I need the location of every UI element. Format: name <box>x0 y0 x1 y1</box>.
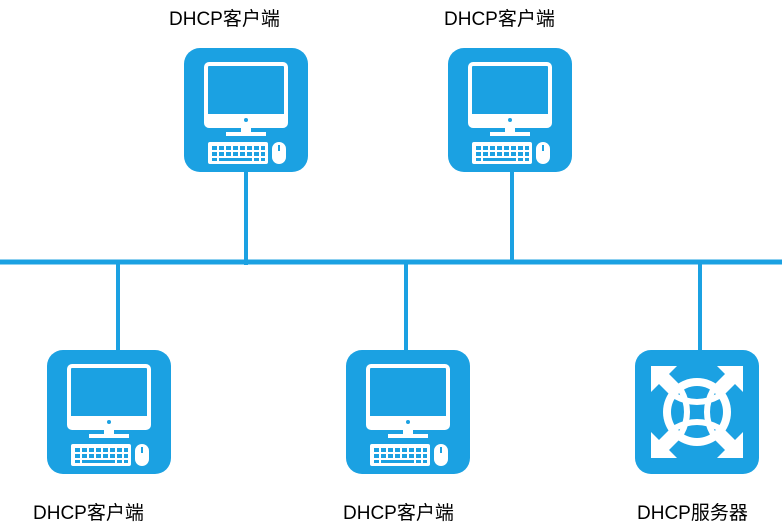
client-label: DHCP客户端 <box>444 9 555 30</box>
computer-icon <box>45 348 173 476</box>
computer-icon <box>344 348 472 476</box>
client-label: DHCP客户端 <box>33 503 144 524</box>
client-label: DHCP客户端 <box>169 9 280 30</box>
client-label: DHCP客户端 <box>343 503 454 524</box>
computer-icon <box>446 46 574 174</box>
server-icon <box>635 350 759 474</box>
server-label: DHCP服务器 <box>637 503 748 524</box>
computer-icon <box>182 46 310 174</box>
